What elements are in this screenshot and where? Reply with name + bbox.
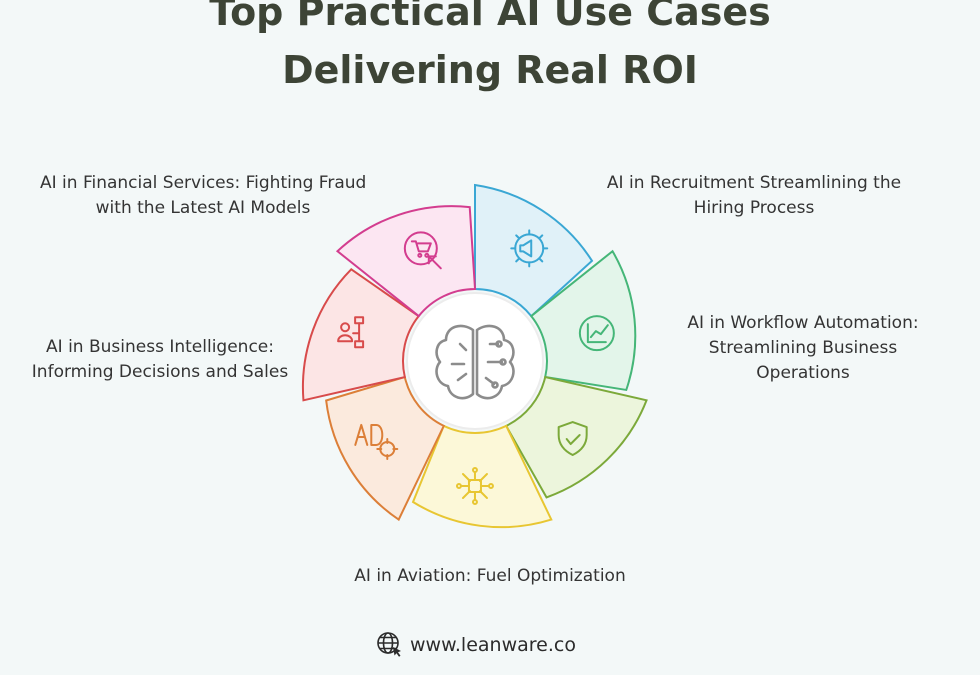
segment-business-intelligence (301, 268, 421, 402)
chart-icon (578, 315, 615, 352)
brain-icon (435, 324, 515, 400)
label-recruitment: AI in Recruitment Streamlining the Hirin… (600, 171, 908, 221)
ad-target-icon (354, 423, 399, 460)
label-business-intelligence: AI in Business Intelligence: Informing D… (30, 335, 290, 385)
center-hub (406, 292, 544, 430)
people-icon (337, 316, 365, 349)
label-line: Operations (756, 363, 850, 383)
title-line-2: Delivering Real ROI (282, 48, 698, 92)
network-icon (455, 467, 494, 505)
label-line: AI in Aviation: Fuel Optimization (354, 566, 626, 586)
segment-aviation (411, 424, 553, 529)
label-line: AI in Recruitment Streamlining the (606, 173, 902, 193)
label-line: AI in Workflow Automation: (687, 313, 919, 333)
label-workflow-automation: AI in Workflow Automation: Streamlining … (680, 311, 926, 386)
segment-advertising (325, 375, 446, 522)
segment-financial (335, 205, 477, 318)
label-financial-services: AI in Financial Services: Fighting Fraud… (40, 171, 366, 221)
label-line: with the Latest AI Models (95, 198, 311, 218)
cart-click-icon (403, 231, 442, 270)
segment-workflow (529, 249, 637, 392)
segment-recruitment (474, 183, 594, 318)
globe-cursor-icon (377, 632, 401, 657)
label-line: AI in Business Intelligence: (46, 337, 274, 357)
footer: www.leanware.co (376, 630, 576, 660)
gear-megaphone-icon (510, 229, 549, 268)
label-line: Hiring Process (693, 198, 815, 218)
footer-url[interactable]: www.leanware.co (410, 634, 576, 656)
title-line-1: Top Practical AI Use Cases (209, 0, 771, 34)
label-aviation: AI in Aviation: Fuel Optimization (340, 564, 640, 589)
label-line: AI in Financial Services: Fighting Fraud (40, 173, 367, 193)
label-line: Informing Decisions and Sales (31, 362, 289, 382)
shield-check-icon (557, 421, 588, 457)
label-line: Streamlining Business (708, 338, 898, 358)
